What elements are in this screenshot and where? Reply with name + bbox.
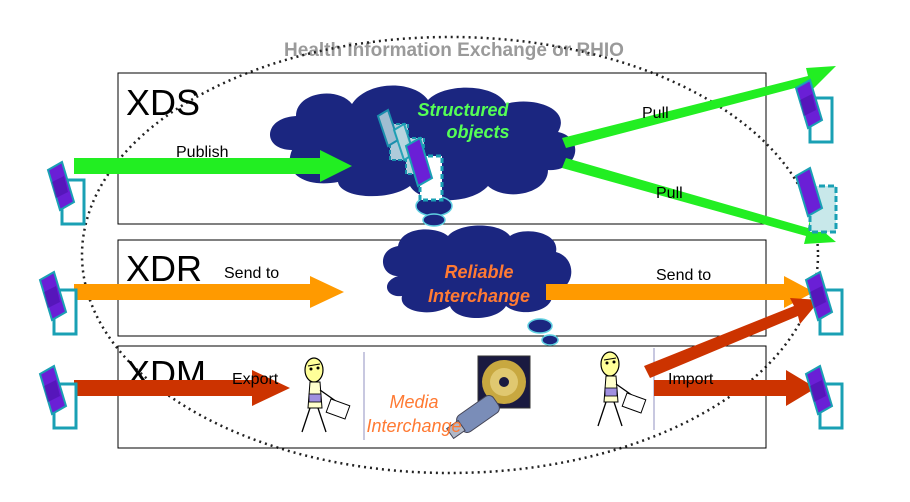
import-arrow — [654, 370, 816, 406]
pull-arrow-bottom — [562, 158, 836, 244]
diagram-title: Health Information Exchange or RHIO — [284, 40, 624, 61]
structured-label-line2: objects — [446, 122, 509, 142]
publish-label: Publish — [176, 144, 228, 161]
reliable-interchange-cloud — [382, 225, 572, 346]
document-icon-xdm-recipient — [804, 364, 844, 430]
hie-boundary — [80, 35, 820, 475]
xdm-box — [117, 345, 767, 449]
reliable-label-line1: Reliable — [444, 262, 513, 282]
import-to-xdr-arrow — [644, 298, 820, 378]
structured-objects-cloud — [269, 85, 576, 227]
usb-drive-icon — [446, 395, 500, 440]
media-label-line2: Interchange — [366, 416, 461, 436]
document-icon-xds-consumer-2 — [794, 166, 838, 234]
xdr-label: XDR — [126, 248, 202, 289]
document-icon-xdr-source — [38, 270, 78, 336]
send-to-label-right: Send to — [656, 267, 711, 284]
pull-label-bottom: Pull — [656, 185, 683, 202]
document-icon-xdm-source — [38, 364, 78, 430]
reliable-label-line2: Interchange — [428, 286, 530, 306]
export-label: Export — [232, 371, 279, 388]
import-label: Import — [668, 371, 714, 388]
publish-arrow — [74, 150, 352, 182]
export-person-icon — [301, 357, 351, 433]
pull-arrow-top — [562, 66, 836, 148]
structured-label-line1: Structured — [417, 100, 509, 120]
xds-label: XDS — [126, 82, 200, 123]
send-to-arrow-right — [546, 276, 814, 308]
document-icon-xds-consumer-1 — [794, 78, 834, 144]
send-to-label-left: Send to — [224, 265, 279, 282]
pull-label-top: Pull — [642, 105, 669, 122]
media-label-line1: Media — [389, 392, 438, 412]
import-person-icon — [597, 351, 647, 427]
export-arrow — [74, 370, 290, 406]
send-to-arrow-left — [74, 276, 344, 308]
